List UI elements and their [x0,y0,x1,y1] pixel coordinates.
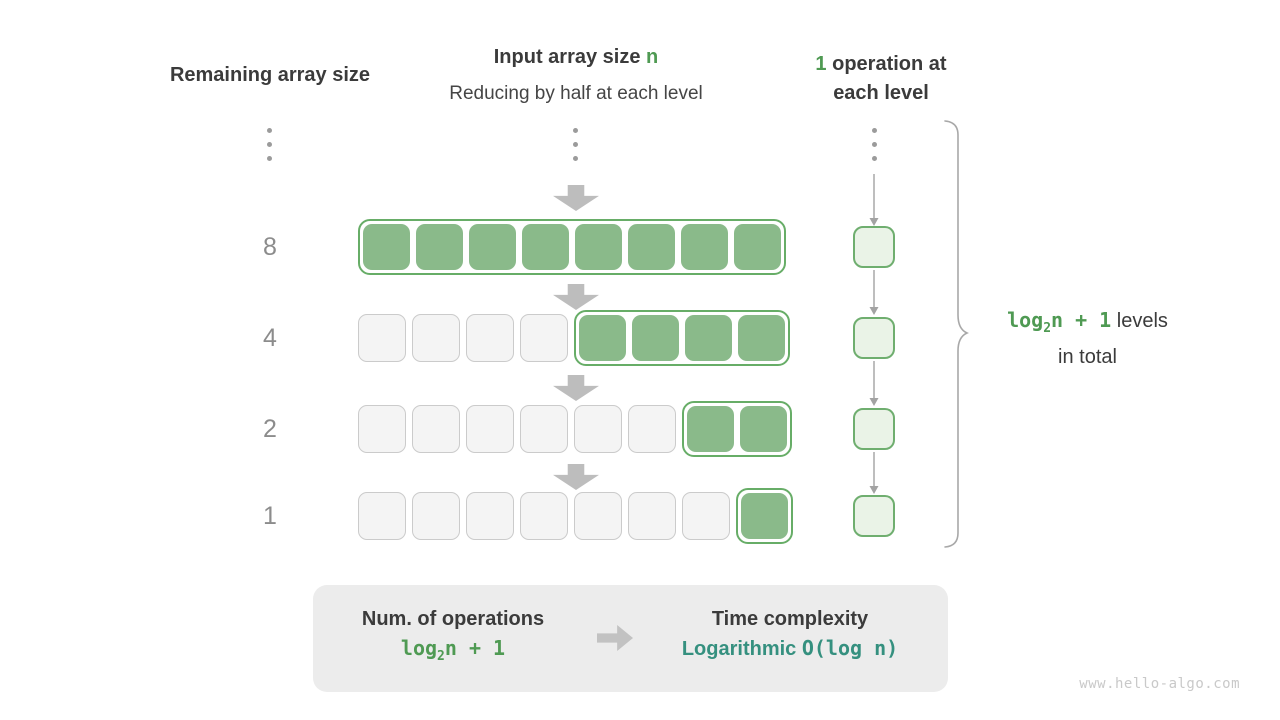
array-cell-active [575,224,622,270]
array-cell-active [687,406,734,452]
array-cell-inactive [358,405,406,453]
array-cell-inactive [628,492,676,540]
array-row [358,219,786,275]
right-arrow-icon [597,625,633,651]
array-cell-active [363,224,410,270]
array-cell-inactive [412,405,460,453]
array-cell-active [579,315,626,361]
header-input-array-size-text: Input array size [493,46,647,68]
complexity-name: Logarithmic [681,638,797,660]
time-complexity-title: Time complexity [711,608,869,630]
array-cell-inactive [466,314,514,362]
array-cell-inactive [628,405,676,453]
array-row [358,488,793,544]
array-cell-inactive [520,405,568,453]
array-cell-inactive [574,492,622,540]
dot-icon [573,156,578,161]
active-subarray-group [574,310,790,366]
down-arrow-icon [553,375,599,401]
thin-down-arrow-icon [869,361,879,406]
down-arrow-icon [553,284,599,310]
down-arrow-icon [553,185,599,211]
array-cell-inactive [412,314,460,362]
dot-icon [267,156,272,161]
array-cell-inactive [682,492,730,540]
array-cell-active [416,224,463,270]
levels-text: levels [1111,310,1168,332]
operation-box [853,408,895,450]
num-operations-title: Num. of operations [361,608,545,630]
levels-total-line2: in total [1058,346,1117,368]
down-arrow-icon [553,464,599,490]
active-subarray-group [682,401,792,457]
array-row [358,401,792,457]
ellipsis-icon [872,128,877,161]
level-size-label: 1 [263,502,277,530]
thin-down-arrow-icon [869,452,879,494]
array-cell-active [681,224,728,270]
array-cell-active [522,224,569,270]
array-cell-active [469,224,516,270]
dot-icon [872,156,877,161]
array-cell-inactive [466,492,514,540]
header-n-accent: n [646,46,659,68]
header-one-accent: 1 [815,53,827,75]
array-cell-active [738,315,785,361]
header-operation-text: operation at [826,53,947,75]
ellipsis-icon [573,128,578,161]
level-size-label: 2 [263,415,277,443]
dot-icon [267,142,272,147]
dot-icon [573,142,578,147]
array-cell-active [685,315,732,361]
dot-icon [872,128,877,133]
operation-box [853,317,895,359]
operation-box [853,226,895,268]
header-one-operation: 1 operation at each level [786,50,976,108]
active-subarray-group [358,219,786,275]
array-cell-active [632,315,679,361]
num-operations-formula: log2n + 1 [400,636,506,664]
ellipsis-icon [267,128,272,161]
level-size-label: 8 [263,233,277,261]
array-cell-inactive [520,492,568,540]
dot-icon [872,142,877,147]
big-o-notation: O(log n) [801,636,899,660]
dot-icon [573,128,578,133]
levels-total-line1: log2n + 1 levels [980,306,1195,343]
watermark: www.hello-algo.com [1079,676,1240,692]
level-size-label: 4 [263,324,277,352]
time-complexity-value: Logarithmic O(log n) [650,636,930,661]
header-input-array-size: Input array size n [426,46,726,69]
array-cell-active [741,493,788,539]
header-each-level-text: each level [833,82,929,104]
array-cell-inactive [520,314,568,362]
array-cell-active [740,406,787,452]
curly-brace-icon [944,120,969,548]
header-remaining-array-size: Remaining array size [169,64,371,86]
thin-down-arrow-icon [869,174,879,226]
operation-box [853,495,895,537]
header-reducing-subtitle: Reducing by half at each level [449,83,703,104]
levels-total-label: log2n + 1 levels in total [980,306,1195,372]
array-row [358,310,790,366]
thin-down-arrow-icon [869,270,879,315]
array-cell-active [734,224,781,270]
array-cell-inactive [412,492,460,540]
array-cell-inactive [574,405,622,453]
log-formula: log2n + 1 [1007,308,1112,336]
summary-box: Num. of operations log2n + 1 Time comple… [313,585,948,692]
array-cell-inactive [358,492,406,540]
array-cell-inactive [466,405,514,453]
array-cell-active [628,224,675,270]
dot-icon [267,128,272,133]
active-subarray-group [736,488,793,544]
array-cell-inactive [358,314,406,362]
